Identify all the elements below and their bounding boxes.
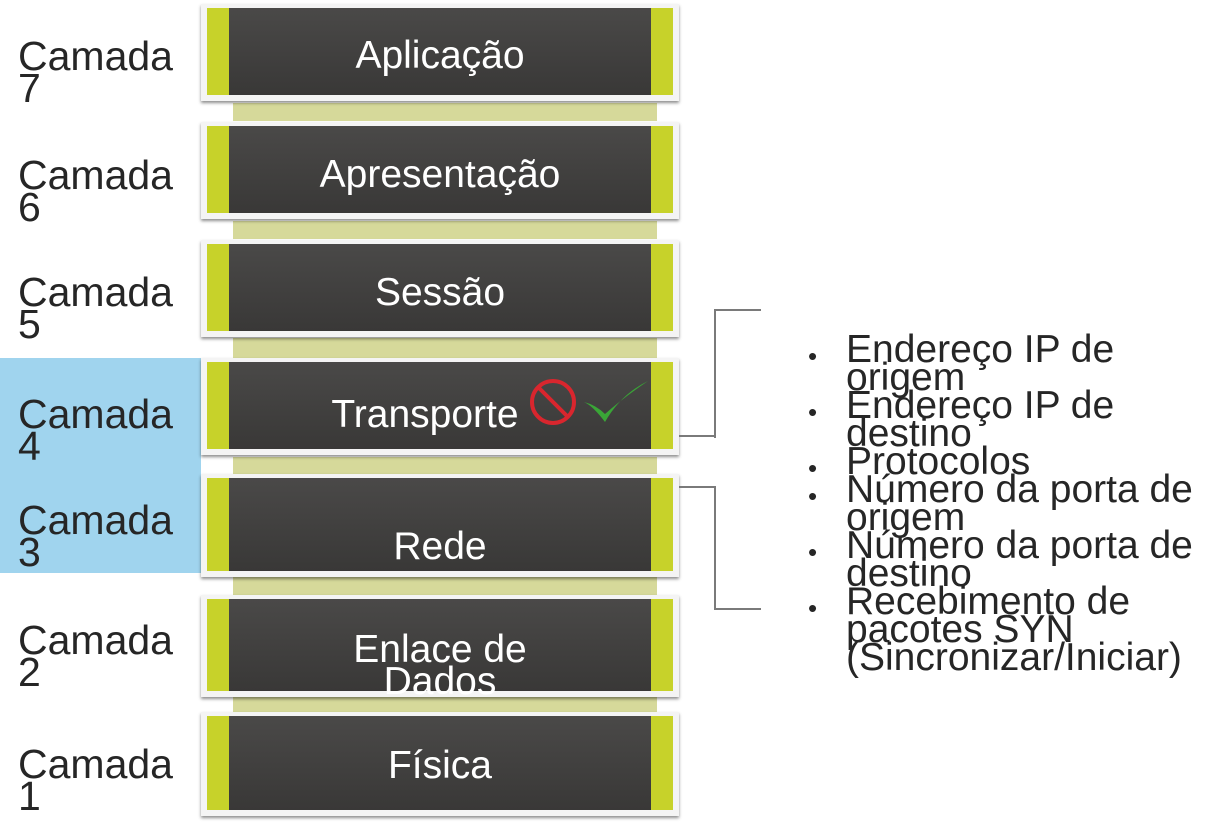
list-item: •Protocolos	[808, 440, 1031, 483]
layer-fill	[229, 716, 651, 810]
layer-5-box: Sessão	[201, 240, 679, 337]
layer-7-box: Aplicação	[201, 4, 679, 101]
layer-fill	[229, 244, 651, 331]
layer-2-name: Enlace de Dados	[353, 628, 527, 703]
list-item: •Número da porta de origem	[808, 468, 1193, 539]
bullet-icon: •	[808, 397, 818, 427]
header-fields-list: •Endereço IP de origem •Endereço IP de d…	[808, 328, 1224, 679]
layer-6-side-label: Camada 6	[18, 152, 173, 230]
bracket-bottom	[714, 486, 761, 610]
layer-1-box: Física	[201, 712, 679, 816]
layer-4-name: Transporte	[331, 393, 519, 436]
bracket-bottom-tail	[679, 486, 716, 488]
layer-3-name: Rede	[393, 525, 487, 568]
layer-fill	[229, 8, 651, 95]
list-item: •Número da porta de destino	[808, 524, 1193, 595]
layer-fill	[229, 478, 651, 571]
layer-5-side-label: Camada 5	[18, 269, 173, 347]
layer-1-name: Física	[387, 744, 492, 787]
checkmark-icon	[584, 381, 648, 422]
layer-3-box: Rede	[201, 474, 679, 577]
layer-connector	[233, 457, 657, 474]
layer-connector	[233, 577, 657, 595]
layer-2-box: Enlace de Dados	[201, 595, 679, 703]
bracket-top-tail	[679, 435, 716, 437]
bullet-icon: •	[808, 537, 818, 567]
layer-connector	[233, 103, 657, 121]
layer-4-box: Transporte	[201, 358, 679, 455]
list-item: •Endereço IP de origem	[808, 328, 1115, 399]
layer-6-box: Apresentação	[201, 122, 679, 219]
no-entry-icon	[530, 379, 576, 425]
bullet-icon: •	[808, 593, 818, 623]
layer-3-side-label: Camada 3	[18, 497, 173, 575]
layer-fill	[229, 362, 651, 449]
layer-2-side-label: Camada 2	[18, 617, 173, 695]
layer-5-name: Sessão	[374, 271, 506, 314]
layer-fill	[229, 126, 651, 213]
list-item: •Recebimento de pacotes SYN (Sincronizar…	[808, 580, 1182, 679]
layer-connector	[233, 338, 657, 358]
bullet-icon: •	[808, 453, 818, 483]
layer-7-side-label: Camada 7	[18, 33, 173, 111]
layer-connector	[233, 221, 657, 239]
layer-1-side-label: Camada 1	[18, 741, 173, 819]
list-item: •Endereço IP de destino	[808, 384, 1115, 455]
layer-connector	[233, 697, 657, 712]
layer-4-side-label: Camada 4	[18, 391, 173, 469]
layer-fill	[229, 599, 651, 691]
bullet-icon: •	[808, 341, 818, 371]
layer-6-name: Apresentação	[319, 153, 561, 196]
layer-7-name: Aplicação	[355, 34, 525, 77]
bullet-icon: •	[808, 481, 818, 511]
bracket-top	[714, 309, 761, 438]
